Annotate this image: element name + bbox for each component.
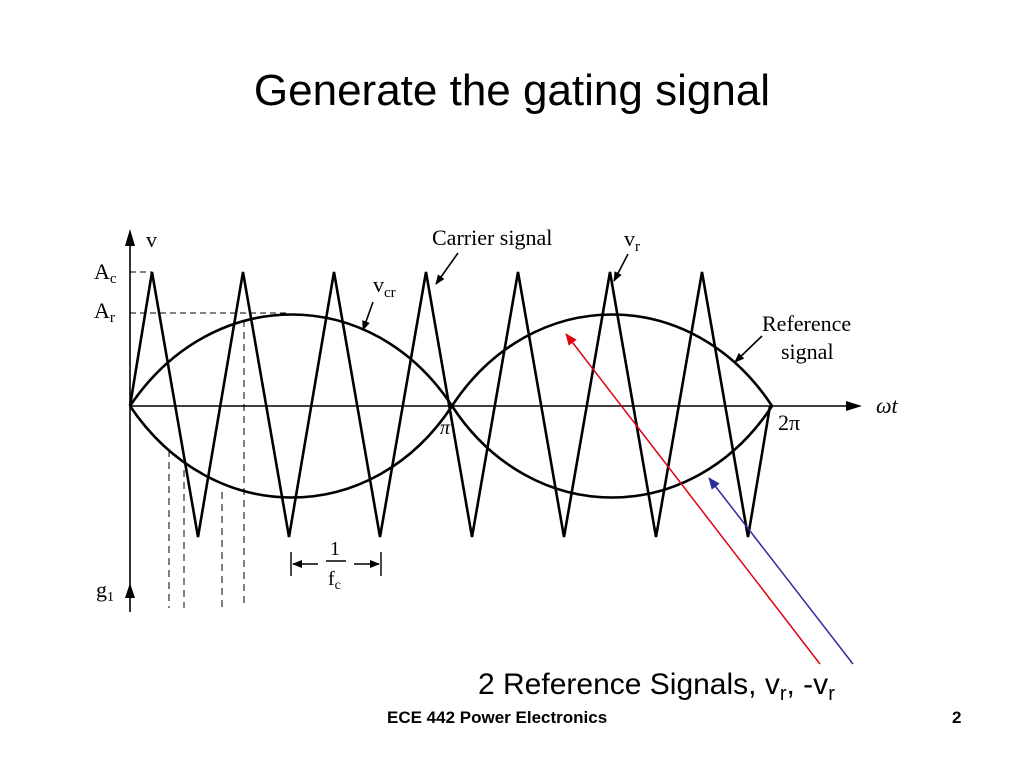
reference-pointer xyxy=(734,335,763,363)
pi-label: π xyxy=(440,417,451,439)
v-axis-arrowhead xyxy=(125,229,135,246)
vcr-pointer xyxy=(362,301,374,331)
period-denominator: fc xyxy=(328,568,341,593)
carrier-signal-label: Carrier signal xyxy=(432,225,552,250)
reference-signal-positive xyxy=(128,313,774,409)
ac-label: Ac xyxy=(94,259,117,287)
carrier-pointer xyxy=(435,252,459,285)
vcr-label: vcr xyxy=(373,272,396,301)
footer-page-number: 2 xyxy=(952,708,962,727)
ar-label: Ar xyxy=(94,298,115,326)
reference-signal-label-line2: signal xyxy=(781,339,834,364)
g1-label: g1 xyxy=(96,577,114,605)
omega-t-label: ωt xyxy=(876,393,899,418)
period-numerator: 1 xyxy=(330,538,340,560)
v-axis-label: v xyxy=(146,227,157,252)
footer-course-name: ECE 442 Power Electronics xyxy=(387,708,608,727)
reference-signals-caption: 2 Reference Signals, vr, -vr xyxy=(478,668,835,705)
reference-signal-negative xyxy=(128,403,774,499)
wt-axis-arrowhead xyxy=(846,401,862,411)
carrier-triangle-wave xyxy=(128,271,772,538)
g1-axis-arrowhead xyxy=(125,583,135,598)
two-pi-label: 2π xyxy=(778,410,800,435)
blue-neg-vr-arrow xyxy=(708,477,854,665)
slide-title: Generate the gating signal xyxy=(253,66,771,115)
vr-pointer xyxy=(613,253,629,282)
vr-label: vr xyxy=(624,226,640,255)
red-vr-arrow xyxy=(565,333,821,665)
reference-signal-label-line1: Reference xyxy=(762,311,851,336)
